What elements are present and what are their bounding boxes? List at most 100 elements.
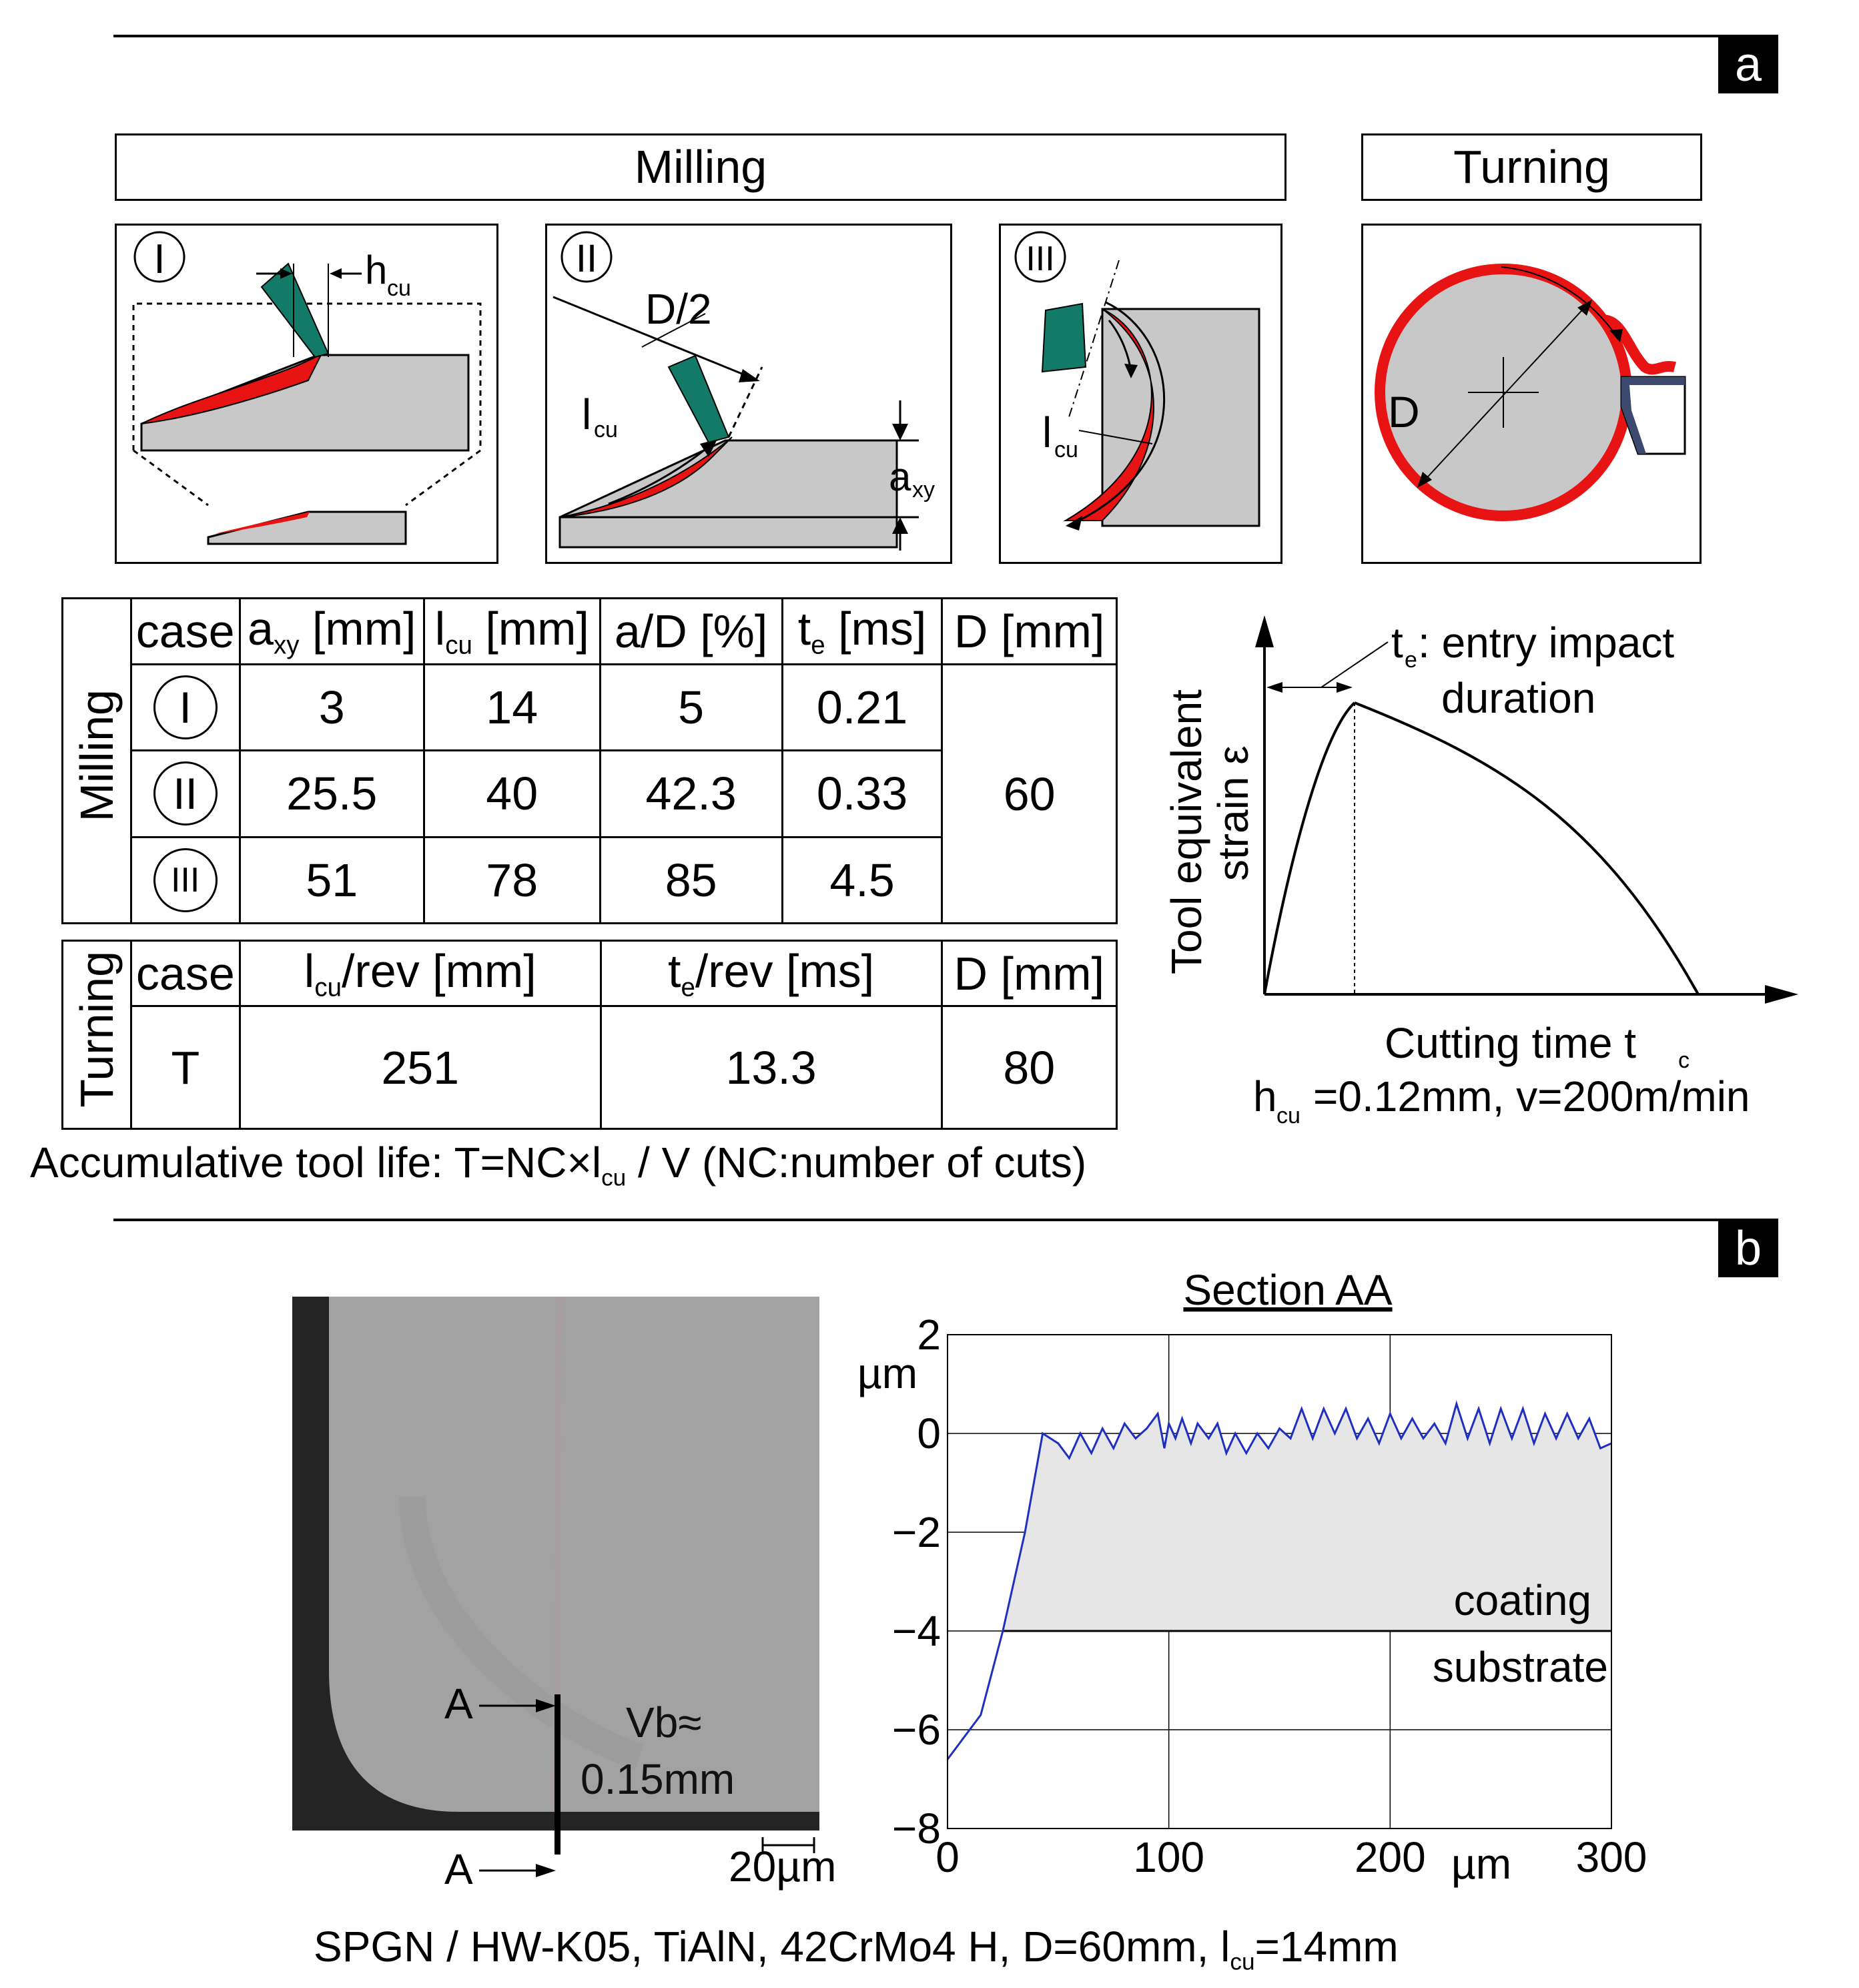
d-cell: 60 [941,663,1118,924]
milling-table-row-label: Milling [61,597,132,924]
strain-schematic: t e : entry impact duration Tool equival… [1162,615,1798,1128]
scale-bar-label: 20µm [729,1843,837,1891]
y-tick-label: 0 [917,1409,941,1457]
case-cell: T [129,1005,241,1130]
profile-series-line [946,1400,1612,1760]
micrograph: A A Vb≈ 0.15mm [292,1297,819,1891]
x-tick-label: 0 [936,1833,960,1881]
case-ii-l: l [582,390,591,438]
axy-cell: 51 [238,836,425,925]
case-i-number: I [153,236,165,282]
panel-b-rule [113,1219,1778,1221]
vb-label-1: Vb≈ [626,1698,701,1746]
strain-ann-t: t [1391,619,1403,667]
header-lcu: lcu [mm] [422,597,601,666]
header-axy: axy [mm] [238,597,425,666]
panel-a-rule [113,35,1778,37]
vb-label-2: 0.15mm [581,1755,735,1803]
case-ii-d2: D/2 [645,285,712,333]
ad-cell: 42.3 [599,749,783,838]
case-iii-l: l [1042,408,1052,456]
ad-cell: 5 [599,663,783,752]
axy-cell: 3 [238,663,425,752]
x-tick-label: 300 [1576,1833,1647,1881]
x-tick-label: 100 [1133,1833,1204,1881]
table-row: I 3 14 5 0.21 60 [63,663,1118,924]
case-ii-a: a [889,454,911,499]
x-axis-label: µm [1451,1840,1511,1888]
y-tick-label: −6 [892,1706,941,1754]
turning-table: Turning case lcu/rev [mm] te/rev [ms] D … [61,940,1118,1130]
strain-ylabel-1: Tool equivalent [1162,689,1210,974]
section-a-bottom: A [444,1845,473,1891]
panel-b-label: b [1718,1220,1778,1277]
header-case: case [129,940,241,1007]
d-cell: 80 [940,1005,1118,1130]
strain-ann-2: duration [1441,674,1595,722]
header-t-rev: te/rev [ms] [599,940,943,1007]
case-iii-diagram: III l cu [999,224,1282,564]
section-a-top: A [444,1680,473,1728]
strain-cond: h [1253,1072,1277,1120]
y-axis-label: µm [857,1349,917,1397]
case-ii-a-sub: xy [912,477,935,503]
axy-cell: 25.5 [238,749,425,838]
table-row: II 25.5 40 42.3 0.33 [63,749,1117,838]
x-tick-label: 200 [1355,1833,1426,1881]
case-i-h: h [365,248,387,292]
case-i-diagram: I h cu [115,224,498,564]
header-case: case [129,597,241,666]
strain-ann-sub: e [1405,647,1417,673]
strain-ylabel-2: strain ε [1209,745,1257,881]
turning-table-row-label: Turning [61,940,132,1130]
substrate-label: substrate [1433,1643,1608,1691]
table-row: T 251 13.3 80 [63,1005,1118,1130]
coating-area [1002,1403,1611,1631]
header-d: D [mm] [941,597,1118,666]
ad-cell: 85 [599,836,783,925]
milling-header: Milling [115,133,1286,201]
table-row: III 51 78 85 4.5 [63,836,1117,925]
te-cell: 0.21 [781,663,944,752]
te-cell: 0.33 [781,749,944,838]
header-te: te [ms] [781,597,944,666]
l-cell: 251 [238,1005,602,1130]
strain-xlabel-sub: c [1678,1048,1690,1073]
y-tick-label: 2 [917,1311,941,1359]
case-ii-diagram: II D/2 l cu a xy [545,224,952,564]
y-tick-label: −8 [892,1804,941,1853]
y-tick-label: −4 [892,1607,941,1655]
case-iii-l-sub: cu [1054,437,1078,462]
header-d: D [mm] [940,940,1118,1007]
panel-a-label: a [1718,36,1778,93]
lcu-cell: 40 [422,749,601,838]
milling-table: Milling case axy [mm] lcu [mm] a/D [%] t… [61,597,1118,925]
header-l-rev: lcu/rev [mm] [238,940,602,1007]
plot-frame [947,1334,1612,1829]
strain-ann-1: : entry impact [1418,619,1674,667]
tool-life-formula: Accumulative tool life: T=NC×lcu / V (NC… [30,1138,1087,1191]
turning-header: Turning [1361,133,1702,201]
lcu-cell: 14 [422,663,601,752]
case-cell: I [129,663,241,752]
case-ii-l-sub: cu [594,417,618,442]
y-tick-label: −2 [892,1508,941,1556]
panel-b-caption: SPGN / HW-K05, TiAlN, 42CrMo4 H, D=60mm,… [314,1923,1399,1975]
strain-cond-sub: cu [1276,1103,1300,1128]
turning-d: D [1388,387,1420,436]
case-ii-number: II [576,237,597,280]
te-cell: 4.5 [781,836,944,925]
case-iii-number: III [1026,240,1054,278]
case-cell: III [129,836,241,925]
case-cell: II [129,749,241,838]
case-i-h-sub: cu [387,276,411,301]
coating-label: coating [1454,1576,1591,1624]
header-ad: a/D [%] [599,597,783,666]
strain-cond-post: =0.12mm, v=200m/min [1313,1072,1750,1120]
chart-title: Section AA [1183,1266,1392,1314]
t-cell: 13.3 [599,1005,943,1130]
strain-xlabel: Cutting time t [1385,1019,1636,1067]
turning-diagram: D [1361,224,1702,564]
lcu-cell: 78 [422,836,601,925]
